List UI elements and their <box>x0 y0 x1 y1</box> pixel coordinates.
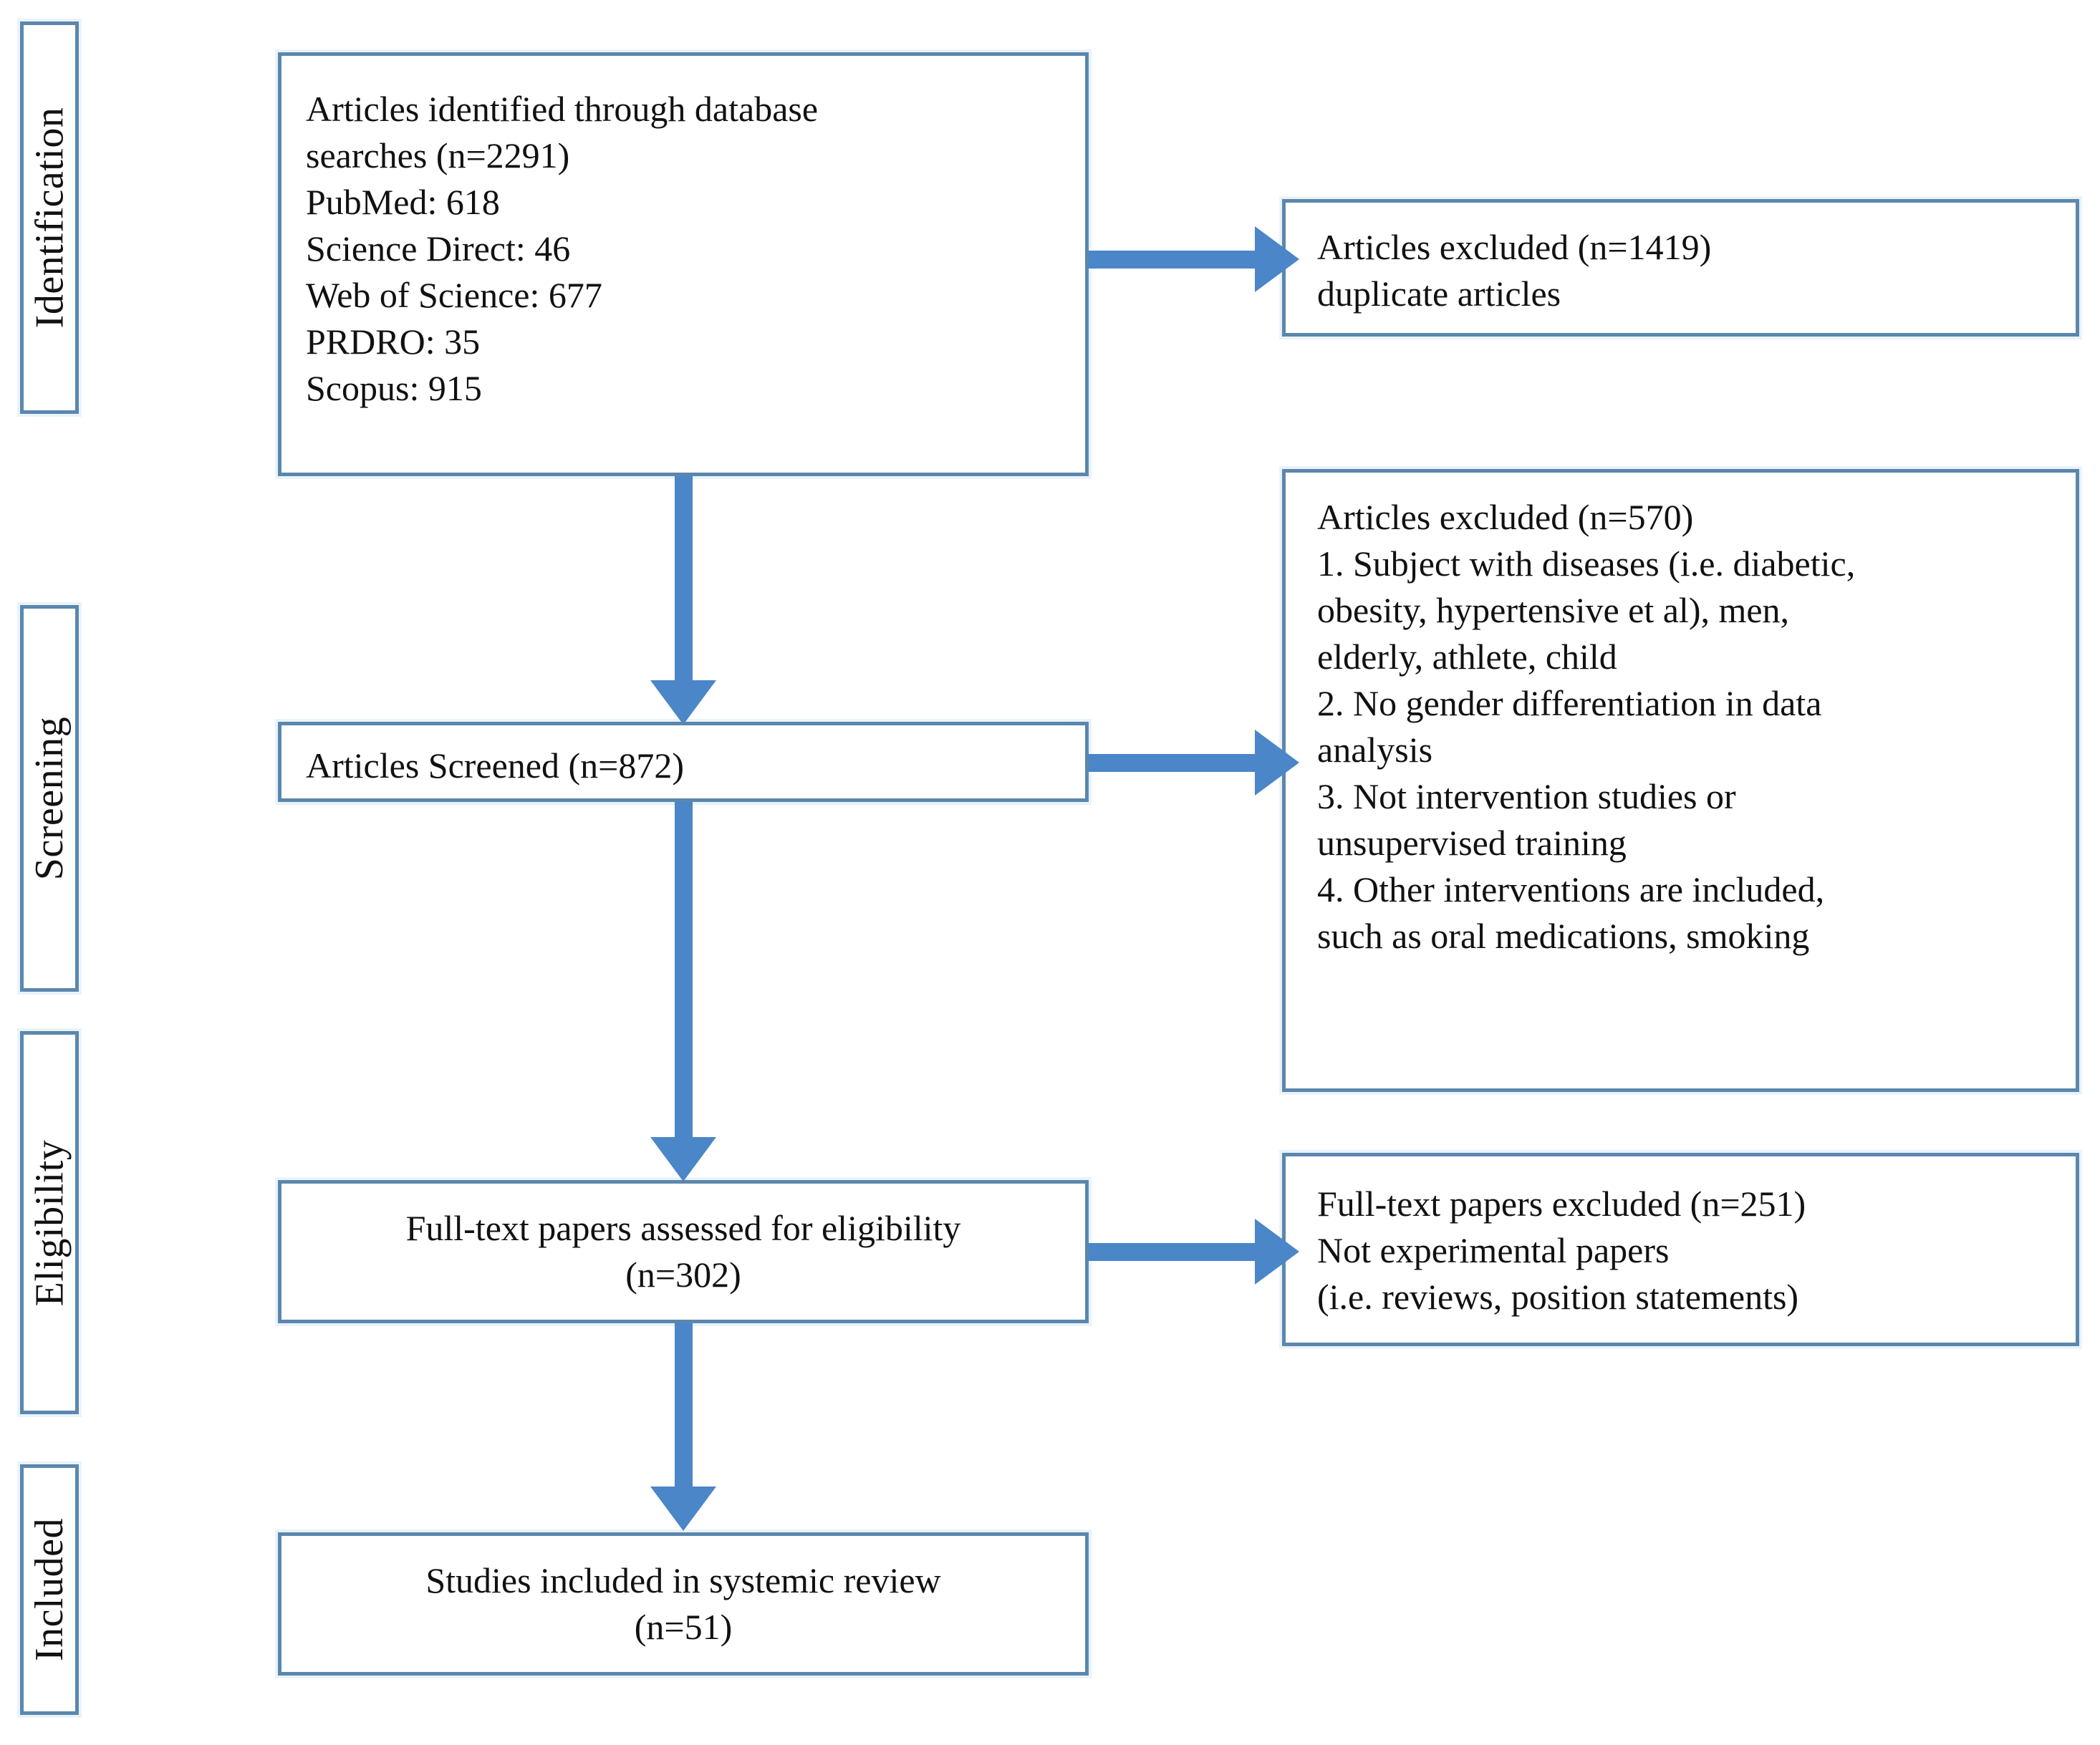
stage-label-included-text: Included <box>27 1518 72 1661</box>
flow-box-identified-text: Articles identified through database sea… <box>306 89 819 408</box>
arrow-eligibility-to-included-head <box>650 1487 716 1531</box>
arrow-identified-to-duplicates-head <box>1255 226 1299 292</box>
stage-label-identification-text: Identification <box>27 107 72 329</box>
stage-label-screening-text: Screening <box>27 716 72 881</box>
arrow-screened-to-eligibility-shaft <box>675 802 693 1139</box>
arrow-screened-to-exclusion-shaft <box>1089 754 1258 772</box>
exclusion-box-screening-text: Articles excluded (n=570) 1. Subject wit… <box>1317 497 1856 956</box>
flow-box-screened-text: Articles Screened (n=872) <box>306 745 685 786</box>
stage-label-eligibility-text: Eligibility <box>27 1139 72 1306</box>
flow-box-screened: Articles Screened (n=872) <box>278 722 1089 802</box>
exclusion-box-fulltext: Full-text papers excluded (n=251) Not ex… <box>1282 1153 2079 1346</box>
arrow-identified-to-duplicates-shaft <box>1089 251 1258 269</box>
flow-box-studies-included-text: Studies included in systemic review (n=5… <box>425 1560 941 1647</box>
arrow-eligibility-to-exclusion-shaft <box>1089 1243 1258 1261</box>
arrow-eligibility-to-exclusion-head <box>1255 1219 1299 1285</box>
stage-label-identification: Identification <box>20 21 79 414</box>
arrow-identified-to-screened-shaft <box>675 476 693 684</box>
arrow-screened-to-exclusion-head <box>1255 730 1299 796</box>
arrow-screened-to-eligibility-head <box>650 1137 716 1181</box>
flow-box-studies-included: Studies included in systemic review (n=5… <box>278 1532 1089 1676</box>
flow-box-eligibility-assessed-text: Full-text papers assessed for eligibilit… <box>405 1208 961 1295</box>
exclusion-box-fulltext-text: Full-text papers excluded (n=251) Not ex… <box>1317 1184 1806 1317</box>
exclusion-box-duplicates: Articles excluded (n=1419) duplicate art… <box>1282 199 2079 337</box>
flow-box-eligibility-assessed: Full-text papers assessed for eligibilit… <box>278 1180 1089 1323</box>
arrow-eligibility-to-included-shaft <box>675 1323 693 1488</box>
exclusion-box-screening: Articles excluded (n=570) 1. Subject wit… <box>1282 469 2079 1092</box>
exclusion-box-duplicates-text: Articles excluded (n=1419) duplicate art… <box>1317 227 1712 314</box>
stage-label-included: Included <box>20 1464 79 1715</box>
flow-box-identified: Articles identified through database sea… <box>278 52 1089 476</box>
stage-label-screening: Screening <box>20 605 79 992</box>
arrow-identified-to-screened-head <box>650 680 716 725</box>
stage-label-eligibility: Eligibility <box>20 1031 79 1414</box>
